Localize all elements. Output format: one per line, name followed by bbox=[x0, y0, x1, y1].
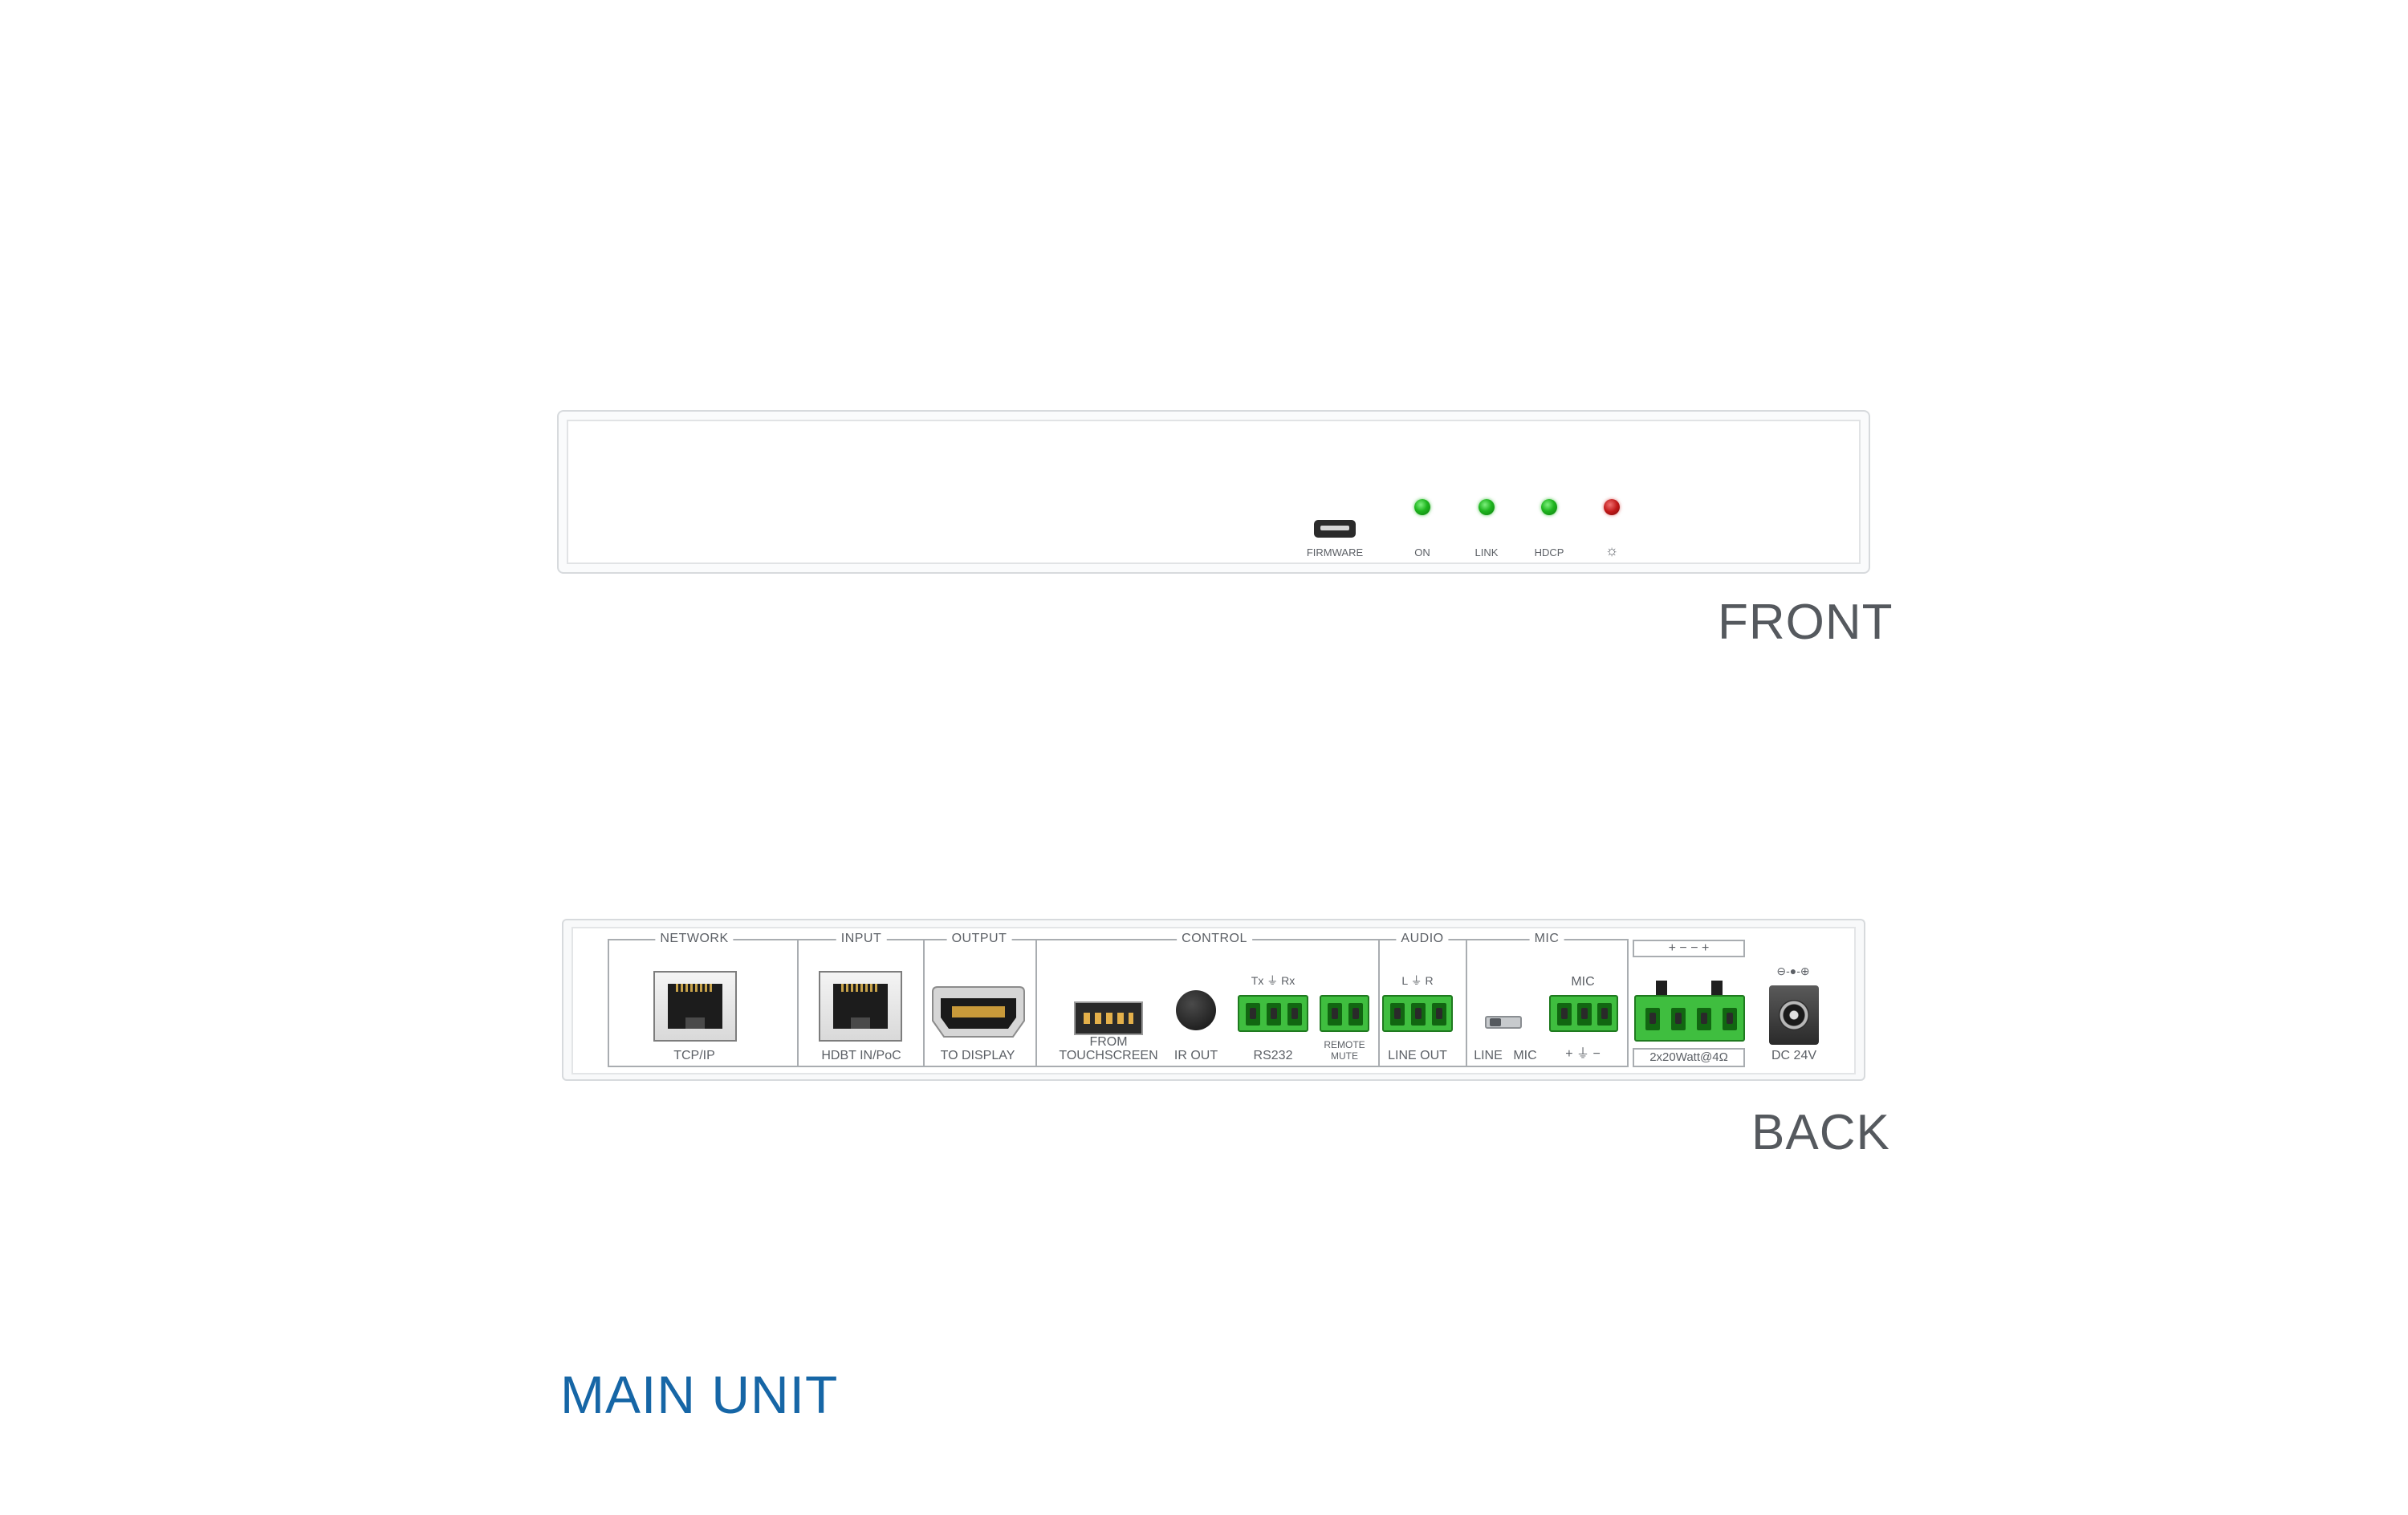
line-mic-switch[interactable] bbox=[1485, 1016, 1522, 1029]
group-divider bbox=[923, 939, 925, 1067]
mic-group-label: MIC bbox=[1529, 932, 1564, 946]
input-group-label: INPUT bbox=[836, 932, 887, 946]
group-divider bbox=[608, 939, 609, 1067]
speaker-rating-label: 2x20Watt@4Ω bbox=[1633, 1048, 1745, 1067]
dc-power-jack bbox=[1769, 985, 1819, 1045]
remote-mute-terminal-block bbox=[1320, 995, 1369, 1032]
remote-mute-label-line1: REMOTE bbox=[1324, 1039, 1365, 1050]
line-label: LINE bbox=[1474, 1049, 1503, 1062]
page-title: MAIN UNIT bbox=[560, 1365, 839, 1424]
on-led bbox=[1414, 499, 1430, 515]
output-group-label: OUTPUT bbox=[946, 932, 1012, 946]
on-led-label: ON bbox=[1414, 546, 1430, 558]
front-caption: FRONT bbox=[1718, 595, 1893, 650]
speaker-terminal-block bbox=[1634, 995, 1745, 1042]
hdcp-led bbox=[1541, 499, 1557, 515]
tcpip-label: TCP/IP bbox=[673, 1049, 715, 1062]
mic-input-label: MIC bbox=[1571, 975, 1595, 989]
rs232-terminal-block bbox=[1238, 995, 1308, 1032]
touchscreen-usb-port bbox=[1074, 1001, 1143, 1035]
line-out-pin-labels: L ⏚ R bbox=[1401, 974, 1434, 987]
back-caption: BACK bbox=[1751, 1105, 1890, 1160]
firmware-usb-port bbox=[1314, 520, 1356, 538]
speaker-screw-left bbox=[1656, 981, 1667, 997]
group-divider bbox=[1466, 939, 1467, 1067]
dc-polarity-icon: ⊖-●-⊕ bbox=[1776, 965, 1810, 977]
mic-pin-labels: + ⏚ − bbox=[1565, 1047, 1601, 1061]
front-panel-face bbox=[567, 420, 1861, 564]
status-led bbox=[1604, 499, 1620, 515]
speaker-screw-right bbox=[1711, 981, 1723, 997]
group-divider bbox=[1378, 939, 1380, 1067]
group-divider bbox=[1627, 939, 1629, 1067]
tcpip-rj45-port bbox=[653, 971, 737, 1042]
group-frame-bottom bbox=[608, 1066, 1629, 1067]
rs232-label: RS232 bbox=[1253, 1049, 1293, 1062]
ir-out-jack bbox=[1176, 990, 1216, 1030]
line-out-label: LINE OUT bbox=[1388, 1049, 1447, 1062]
link-led bbox=[1479, 499, 1495, 515]
group-divider bbox=[1035, 939, 1037, 1067]
sun-icon: ☼ bbox=[1605, 542, 1619, 558]
link-led-label: LINK bbox=[1474, 546, 1499, 558]
line-out-terminal-block bbox=[1382, 995, 1453, 1032]
group-frame-top bbox=[608, 939, 1629, 940]
hdmi-output-port bbox=[932, 986, 1025, 1038]
hdbt-rj45-port bbox=[819, 971, 902, 1042]
from-touchscreen-label-line2: TOUCHSCREEN bbox=[1059, 1049, 1158, 1062]
audio-group-label: AUDIO bbox=[1396, 932, 1449, 946]
network-group-label: NETWORK bbox=[655, 932, 734, 946]
rs232-pin-labels: Tx ⏚ Rx bbox=[1251, 974, 1296, 987]
mic-terminal-block bbox=[1549, 995, 1618, 1032]
firmware-label: FIRMWARE bbox=[1306, 546, 1364, 558]
speaker-pin-labels: + − − + bbox=[1633, 940, 1745, 957]
from-touchscreen-label-line1: FROM bbox=[1089, 1035, 1128, 1049]
ir-out-label: IR OUT bbox=[1173, 1049, 1218, 1062]
group-divider bbox=[797, 939, 799, 1067]
control-group-label: CONTROL bbox=[1177, 932, 1252, 946]
to-display-label: TO DISPLAY bbox=[940, 1049, 1015, 1062]
mic-switch-label: MIC bbox=[1513, 1049, 1537, 1062]
hdcp-led-label: HDCP bbox=[1534, 546, 1564, 558]
dc-label: DC 24V bbox=[1771, 1049, 1817, 1062]
hdbt-label: HDBT IN/PoC bbox=[821, 1049, 901, 1062]
remote-mute-label-line2: MUTE bbox=[1331, 1050, 1358, 1062]
